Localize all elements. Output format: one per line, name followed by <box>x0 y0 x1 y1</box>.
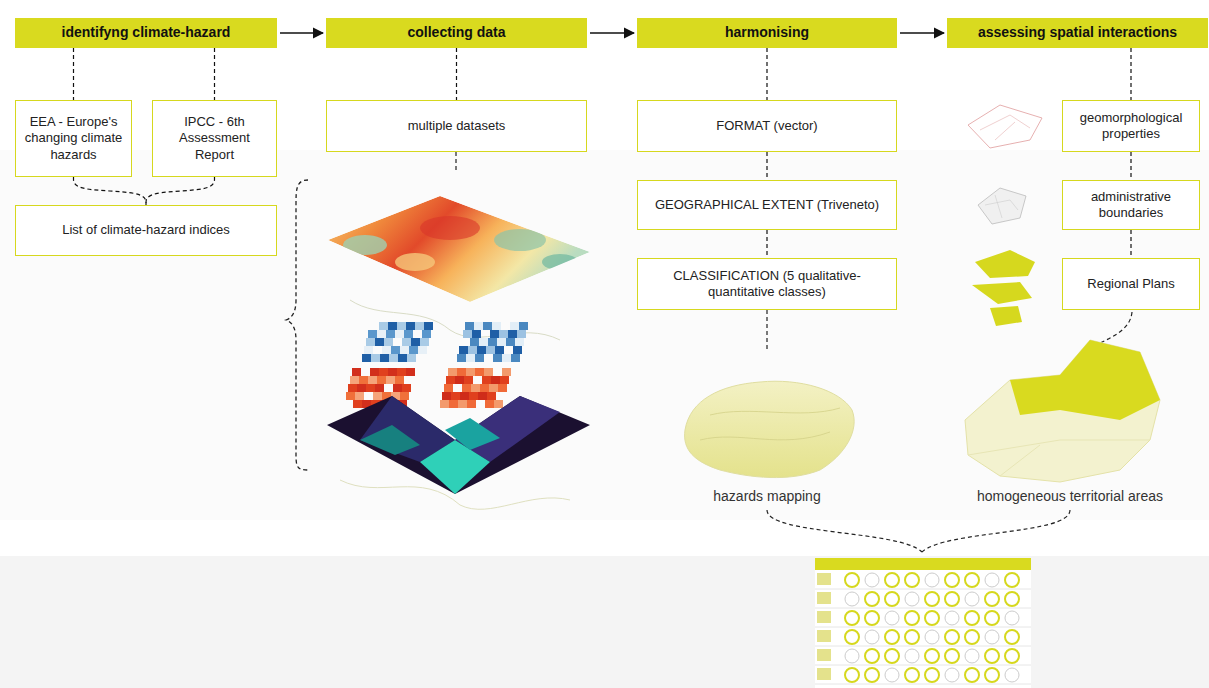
step-header: harmonising <box>637 18 897 48</box>
box-text: FORMAT (vector) <box>710 118 823 134</box>
flow-arrow <box>280 32 323 33</box>
layer-box: Regional Plans <box>1062 258 1200 310</box>
dashed-link <box>1130 48 1131 100</box>
step-header: identifyng climate-hazard <box>15 18 277 48</box>
dashed-link <box>766 152 767 180</box>
dashed-link <box>456 48 457 100</box>
step-header: assessing spatial interactions <box>947 18 1208 48</box>
dashed-link <box>214 48 215 100</box>
process-box: CLASSIFICATION (5 qualitative-quantitati… <box>637 258 897 310</box>
box-text: EEA - Europe's changing climate hazards <box>16 114 131 163</box>
dashed-link <box>73 48 74 100</box>
step-title: identifyng climate-hazard <box>56 24 237 42</box>
dashed-link <box>1130 152 1131 180</box>
box-text: List of climate-hazard indices <box>56 222 236 238</box>
box-text: multiple datasets <box>402 118 512 134</box>
step-header: collecting data <box>326 18 587 48</box>
box-text: administrative boundaries <box>1063 189 1199 222</box>
process-box: GEOGRAPHICAL EXTENT (Triveneto) <box>637 180 897 230</box>
source-box: EEA - Europe's changing climate hazards <box>15 100 132 177</box>
flow-arrow <box>900 32 944 33</box>
step-title: collecting data <box>401 24 511 42</box>
box-text: GEOGRAPHICAL EXTENT (Triveneto) <box>649 197 885 213</box>
source-box: IPCC - 6th Assessment Report <box>152 100 277 177</box>
map-caption: homogeneous territorial areas <box>977 488 1163 504</box>
map-caption: hazards mapping <box>713 488 820 504</box>
process-box: FORMAT (vector) <box>637 100 897 152</box>
box-text: CLASSIFICATION (5 qualitative-quantitati… <box>638 268 896 301</box>
dashed-link <box>766 48 767 100</box>
flow-arrow <box>590 32 634 33</box>
process-box: multiple datasets <box>326 100 587 152</box>
dashed-link <box>1130 230 1131 258</box>
dashed-link <box>766 230 767 258</box>
step-title: assessing spatial interactions <box>972 24 1183 42</box>
layer-box: geomorphological properties <box>1062 100 1200 152</box>
output-box: List of climate-hazard indices <box>15 205 277 256</box>
layer-box: administrative boundaries <box>1062 180 1200 230</box>
dashed-link <box>146 177 215 205</box>
dashed-link <box>74 177 147 205</box>
box-text: IPCC - 6th Assessment Report <box>153 114 276 163</box>
box-text: geomorphological properties <box>1063 110 1199 143</box>
box-text: Regional Plans <box>1081 276 1180 292</box>
step-title: harmonising <box>719 24 815 42</box>
